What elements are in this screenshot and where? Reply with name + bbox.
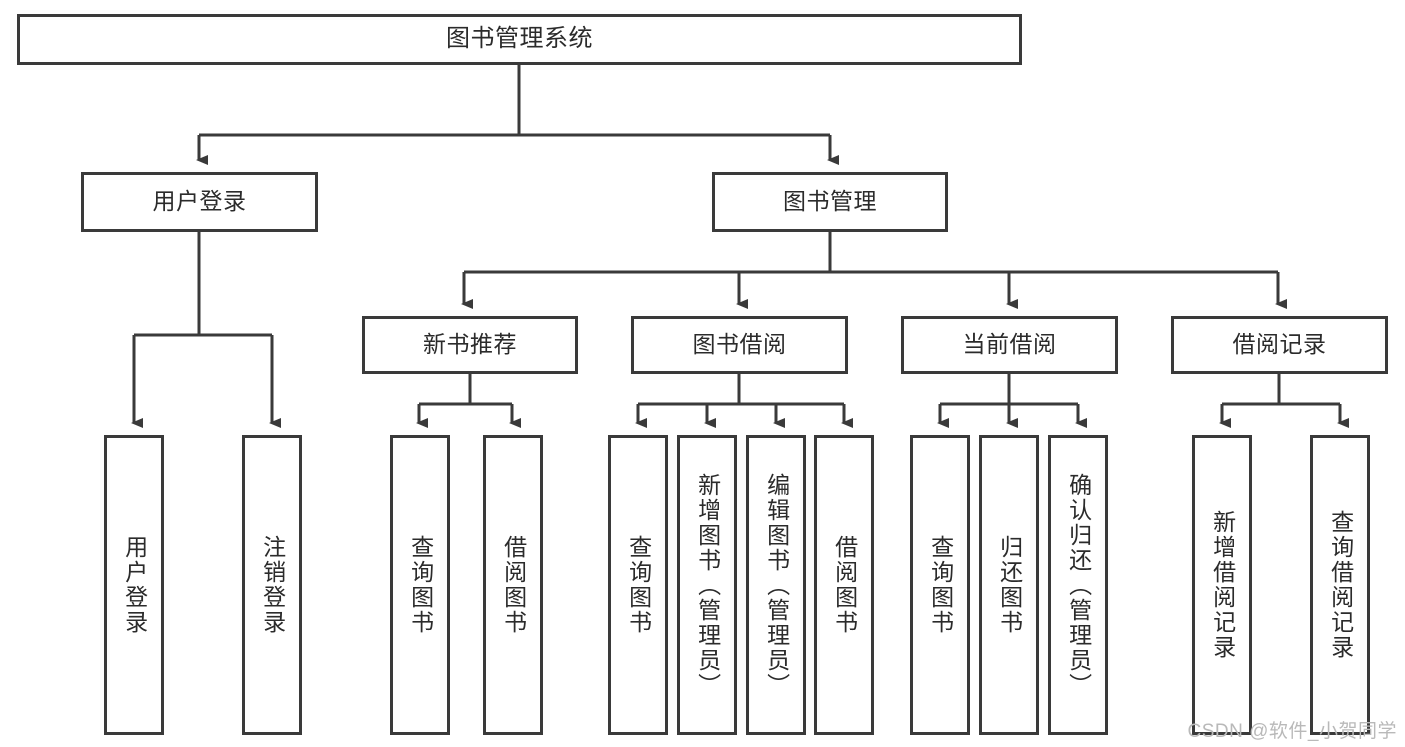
node-label: 图书管理 [783,188,877,215]
node-label: 当前借阅 [962,331,1057,358]
node-root-system[interactable]: 图书管理系统 [17,14,1022,65]
node-leaf-add-borrow-record[interactable]: 新增借阅记录 [1192,435,1252,735]
node-leaf-edit-book-admin[interactable]: 编辑图书（管理员） [746,435,806,735]
node-label: 查询图书 [407,535,434,635]
node-leaf-user-logout[interactable]: 注销登录 [242,435,302,735]
node-label: 编辑图书（管理员） [763,472,790,698]
node-label: 借阅图书 [500,535,527,635]
node-label: 用户登录 [152,188,247,215]
node-leaf-return-book[interactable]: 归还图书 [979,435,1039,735]
node-label: 借阅记录 [1232,331,1327,358]
node-leaf-query-book-borrow[interactable]: 查询图书 [608,435,668,735]
node-label: 确认归还（管理员） [1065,472,1092,698]
node-label: 图书借阅 [692,331,787,358]
node-label: 新书推荐 [423,331,517,358]
node-label: 查询图书 [927,535,954,635]
node-leaf-borrow-book-recommend[interactable]: 借阅图书 [483,435,543,735]
node-label: 查询借阅记录 [1327,510,1354,660]
node-leaf-query-book-current[interactable]: 查询图书 [910,435,970,735]
node-leaf-borrow-book[interactable]: 借阅图书 [814,435,874,735]
node-label: 归还图书 [996,535,1023,635]
node-user-login[interactable]: 用户登录 [81,172,318,232]
node-leaf-query-book-recommend[interactable]: 查询图书 [390,435,450,735]
node-label: 借阅图书 [831,535,858,635]
node-label: 新增图书（管理员） [694,472,721,698]
node-book-borrow[interactable]: 图书借阅 [631,316,848,374]
node-label: 图书管理系统 [446,25,593,53]
node-book-management[interactable]: 图书管理 [712,172,948,232]
node-leaf-query-borrow-record[interactable]: 查询借阅记录 [1310,435,1370,735]
node-new-book-recommend[interactable]: 新书推荐 [362,316,578,374]
node-borrow-record[interactable]: 借阅记录 [1171,316,1388,374]
node-leaf-user-login[interactable]: 用户登录 [104,435,164,735]
node-label: 查询图书 [625,535,652,635]
node-label: 注销登录 [259,535,286,635]
node-label: 用户登录 [121,535,148,635]
node-label: 新增借阅记录 [1209,510,1236,660]
node-current-borrow[interactable]: 当前借阅 [901,316,1118,374]
node-leaf-add-book-admin[interactable]: 新增图书（管理员） [677,435,737,735]
node-leaf-confirm-return-admin[interactable]: 确认归还（管理员） [1048,435,1108,735]
watermark-text: CSDN @软件_小贺同学 [1187,721,1397,742]
